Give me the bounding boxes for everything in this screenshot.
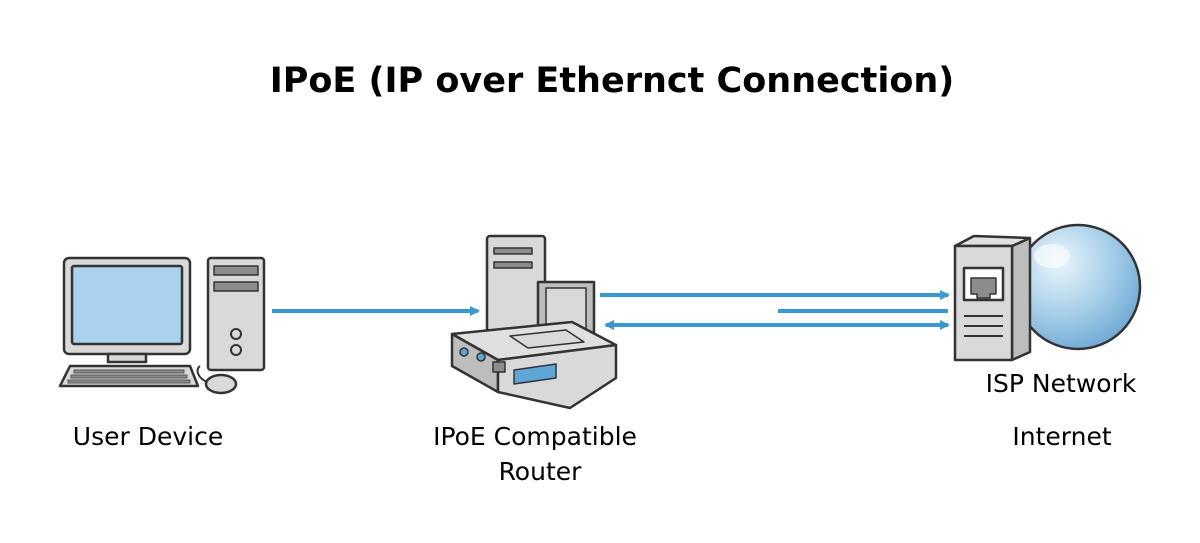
- globe-highlight: [1034, 244, 1070, 268]
- router-icon: [450, 234, 618, 410]
- keyboard-keys: [67, 369, 191, 384]
- router-port: [492, 361, 506, 373]
- isp-label-line-2: Internet: [1012, 422, 1111, 451]
- router-label-line-2: Router: [499, 457, 583, 486]
- router-display: [513, 363, 557, 385]
- reset-button: [230, 344, 242, 356]
- router-led-2: [476, 352, 486, 362]
- internet-globe-icon: [1014, 223, 1142, 351]
- router-top-panel: [509, 329, 585, 349]
- ethernet-port-socket: [970, 277, 997, 299]
- isp-label-line-1: ISP Network: [986, 369, 1137, 398]
- isp-server-side: [1010, 236, 1032, 362]
- router-tower-slot-2: [493, 261, 533, 269]
- user-device-icon: [58, 256, 266, 395]
- drive-bay-1: [213, 265, 259, 276]
- diagram-title: IPoE (IP over Ethernct Connection): [270, 61, 955, 101]
- router-base-face: [496, 343, 618, 410]
- mouse-cable: [196, 365, 208, 383]
- power-button: [230, 328, 242, 340]
- monitor-stand: [106, 352, 148, 364]
- router-led-1: [459, 347, 469, 357]
- monitor-screen: [70, 264, 184, 346]
- mouse: [204, 373, 238, 395]
- isp-server-front: [953, 244, 1014, 362]
- user-device-label: User Device: [73, 422, 223, 451]
- router-tower-slot-1: [493, 247, 533, 255]
- isp-network-icon: [953, 223, 1142, 362]
- drive-bay-2: [213, 281, 259, 292]
- router-label-line-1: IPoE Compatible: [433, 422, 637, 451]
